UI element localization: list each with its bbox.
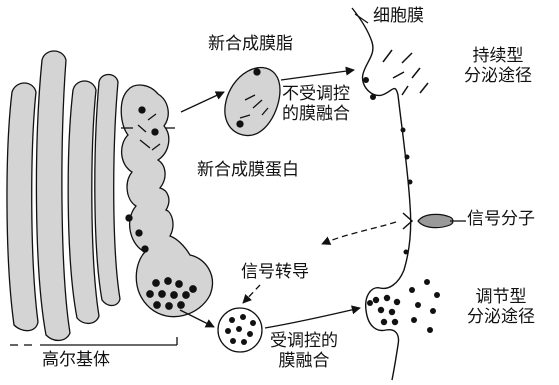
constitutive-vesicle (225, 68, 280, 136)
regulated-fusion-label: 受调控的 膜融合 (270, 331, 338, 372)
golgi-apparatus (7, 51, 212, 340)
unregulated-fusion-label: 不受调控 的膜融合 (282, 84, 350, 125)
plasma-membrane (352, 8, 411, 380)
constitutive-line2: 分泌途径 (464, 66, 532, 86)
arrow-regulated-fusion (265, 308, 360, 328)
new-membrane-protein-label: 新合成膜蛋白 (197, 160, 299, 180)
arrow-golgi-to-vesicle (181, 92, 224, 112)
regulated-line2: 分泌途径 (467, 307, 535, 327)
signal-transduction-label: 信号转导 (241, 262, 309, 282)
golgi-cisterna-4 (95, 75, 120, 306)
membrane-protein-dots (363, 77, 413, 306)
constitutive-line1: 持续型 (464, 46, 532, 66)
unregulated-fusion-line2: 的膜融合 (282, 104, 350, 124)
constitutive-release-dashes (383, 50, 428, 95)
arrow-vesicle-to-membrane (281, 70, 354, 80)
golgi-cisterna-2 (36, 51, 70, 340)
signal-molecule (418, 214, 453, 227)
arrow-signal-transduction (322, 222, 396, 244)
golgi-bracket (10, 337, 177, 345)
signal-molecule-label: 信号分子 (467, 209, 535, 229)
arrow-golgi-to-regulated-vesicle (180, 310, 214, 327)
regulated-line1: 调节型 (467, 287, 535, 307)
golgi-cisterna-1 (7, 83, 38, 331)
arrow-signal-to-vesicle (243, 285, 260, 303)
cell-membrane-label: 细胞膜 (373, 6, 424, 26)
regulated-granule-exocytosis (373, 279, 440, 333)
golgi-label: 高尔基体 (42, 350, 110, 370)
regulated-fusion-line1: 受调控的 (270, 331, 338, 351)
regulated-fusion-line2: 膜融合 (270, 351, 338, 371)
constitutive-pathway-label: 持续型 分泌途径 (464, 46, 532, 87)
regulated-vesicle (218, 308, 262, 352)
new-membrane-lipid-label: 新合成膜脂 (208, 34, 293, 54)
unregulated-fusion-line1: 不受调控 (282, 84, 350, 104)
regulated-pathway-label: 调节型 分泌途径 (467, 287, 535, 328)
